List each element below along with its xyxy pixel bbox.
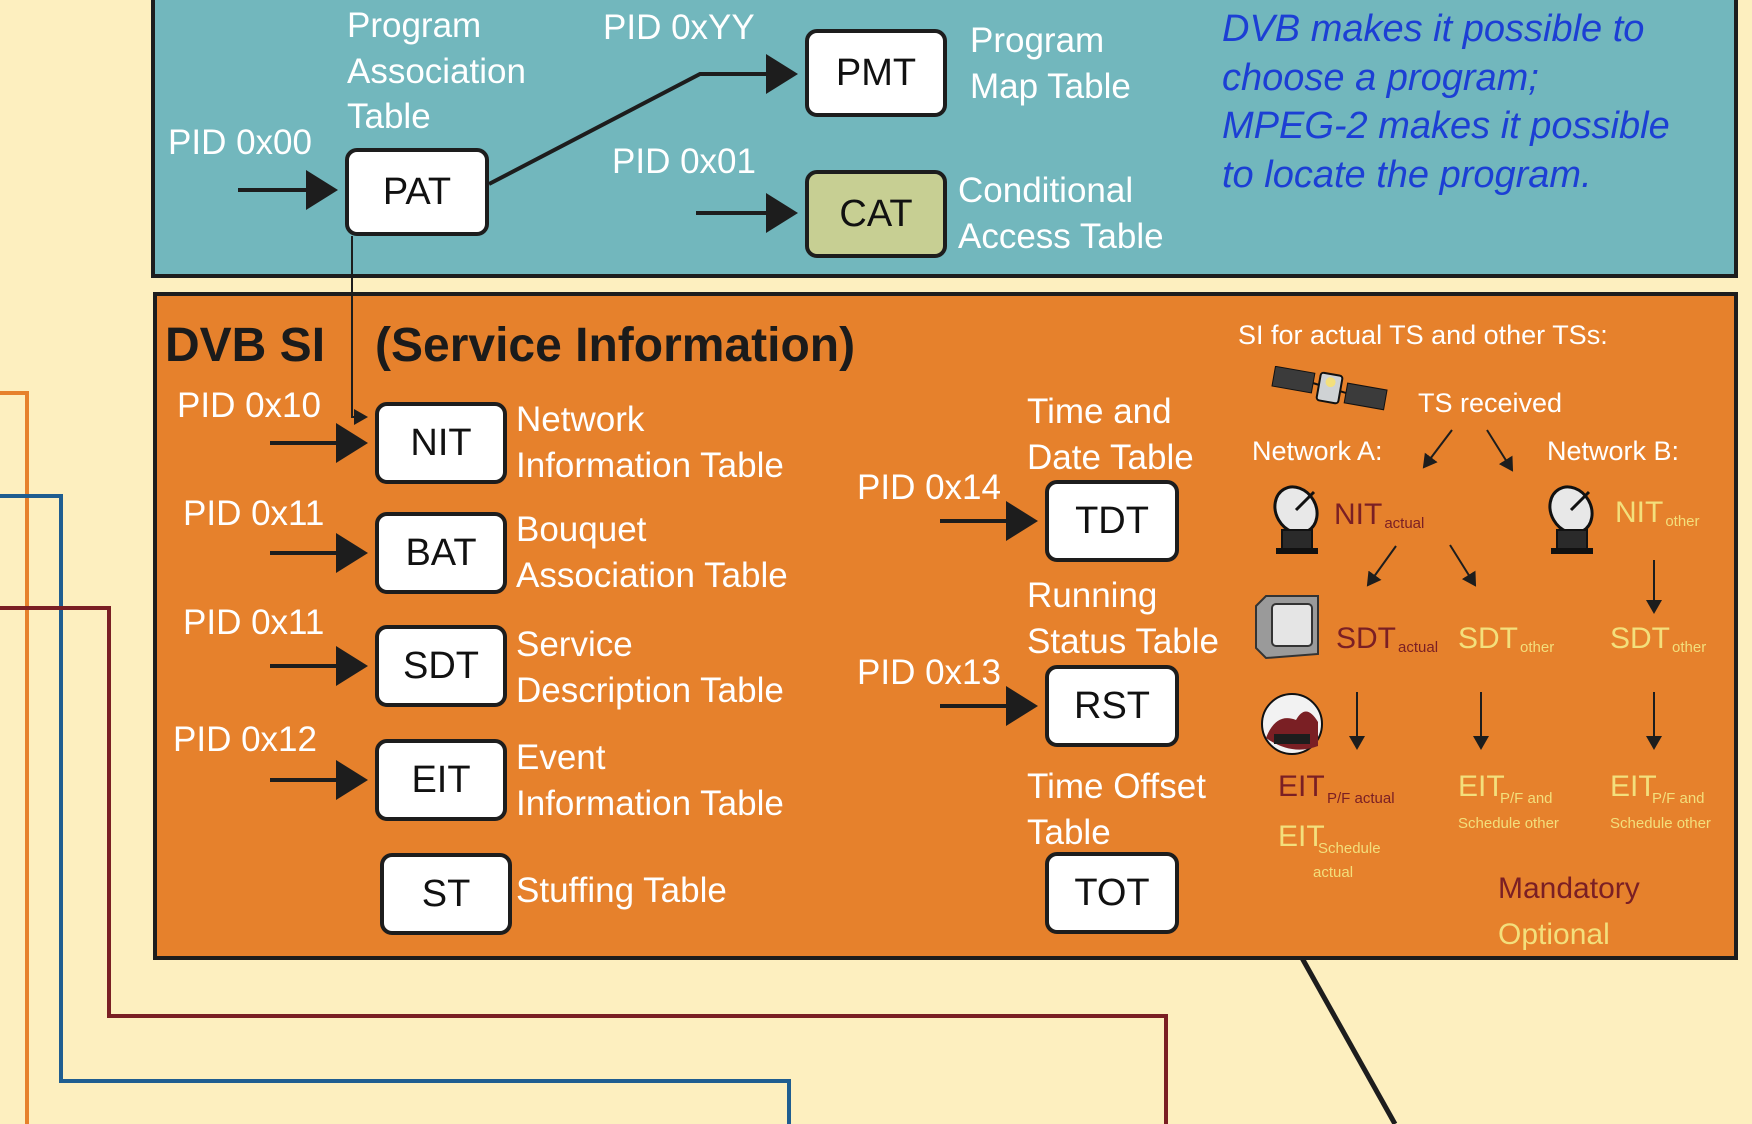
pat-box[interactable]: PAT [345,148,489,236]
eit-other-mid-sub2: Schedule other [1458,815,1559,832]
pmt-box[interactable]: PMT [805,29,947,117]
sdt-title: Service Description Table [516,625,784,710]
dvb-mpeg-note: DVB makes it possible to choose a progra… [1222,8,1670,196]
black-connector-line [1299,956,1398,1124]
nit-to-sdt-other-arrow [1449,544,1477,587]
eit-title: Event Information Table [516,738,784,823]
pid-pmt: PID 0xYY [603,8,755,47]
nit-box[interactable]: NIT [375,402,507,484]
pmt-title: Program Map Table [970,21,1131,106]
st-box[interactable]: ST [380,853,512,935]
st-title: Stuffing Table [516,871,727,910]
eit-schedule-actual-sub: Schedule [1318,840,1381,857]
bat-box[interactable]: BAT [375,512,507,594]
legend-mandatory: Mandatory [1498,872,1640,905]
cat-title: Conditional Access Table [958,171,1164,256]
ts-received-label: TS received [1418,388,1563,418]
eit-other-mid-label: EIT [1458,770,1505,803]
maroon-connector-line [0,606,1168,1124]
ts-arrow-a [1422,429,1453,469]
pat-to-pmt-arrow [488,54,798,186]
pid-cat: PID 0x01 [612,142,756,181]
pid-bat: PID 0x11 [183,494,325,533]
sdt-box[interactable]: SDT [375,625,507,707]
pid-nit: PID 0x10 [177,386,321,425]
face-icon [1261,693,1323,755]
si-title-sub: (Service Information) [375,319,856,372]
network-a-label: Network A: [1252,436,1383,466]
eit-other-right-label: EIT [1610,770,1657,803]
cat-box[interactable]: CAT [805,170,947,258]
eit-pf-actual-sub: P/F actual [1327,790,1395,807]
pid-sdt: PID 0x11 [183,603,325,642]
ts-arrow-b [1486,429,1514,472]
tdt-box[interactable]: TDT [1045,480,1179,562]
bat-title: Bouquet Association Table [516,510,788,595]
tdt-title: Time and Date Table [1027,392,1194,477]
eit-box[interactable]: EIT [375,739,507,821]
pid-rst: PID 0x13 [857,653,1001,692]
tot-box[interactable]: TOT [1045,852,1179,934]
pid-tdt: PID 0x14 [857,468,1001,507]
orange-connector-line [0,391,29,1124]
tv-icon [1255,595,1319,660]
pat-to-nit-line [351,236,368,425]
pid-pat: PID 0x00 [168,123,312,162]
pat-title: Program Association Table [347,6,526,136]
legend-optional: Optional [1498,918,1610,951]
network-b-label: Network B: [1547,436,1680,466]
si-title-main: DVB SI [165,319,326,372]
eit-schedule-actual-label: EIT [1278,820,1325,853]
pid-eit: PID 0x12 [173,720,317,759]
si-right-heading: SI for actual TS and other TSs: [1238,320,1608,350]
eit-other-right-sub: P/F and [1652,790,1705,807]
dish-antenna-icon [1548,485,1594,554]
eit-schedule-actual-sub2: actual [1313,864,1354,881]
rst-title: Running Status Table [1027,576,1219,661]
eit-other-right-sub2: Schedule other [1610,815,1711,832]
eit-pf-actual-label: EIT [1278,770,1325,803]
nit-to-sdt-actual-arrow [1366,545,1397,587]
nit-title: Network Information Table [516,400,784,485]
rst-box[interactable]: RST [1045,665,1179,747]
tot-title: Time Offset Table [1027,767,1206,852]
blue-connector-line [0,494,791,1124]
eit-other-mid-sub: P/F and [1500,790,1553,807]
satellite-icon [1271,366,1388,411]
dish-antenna-icon [1273,485,1319,554]
